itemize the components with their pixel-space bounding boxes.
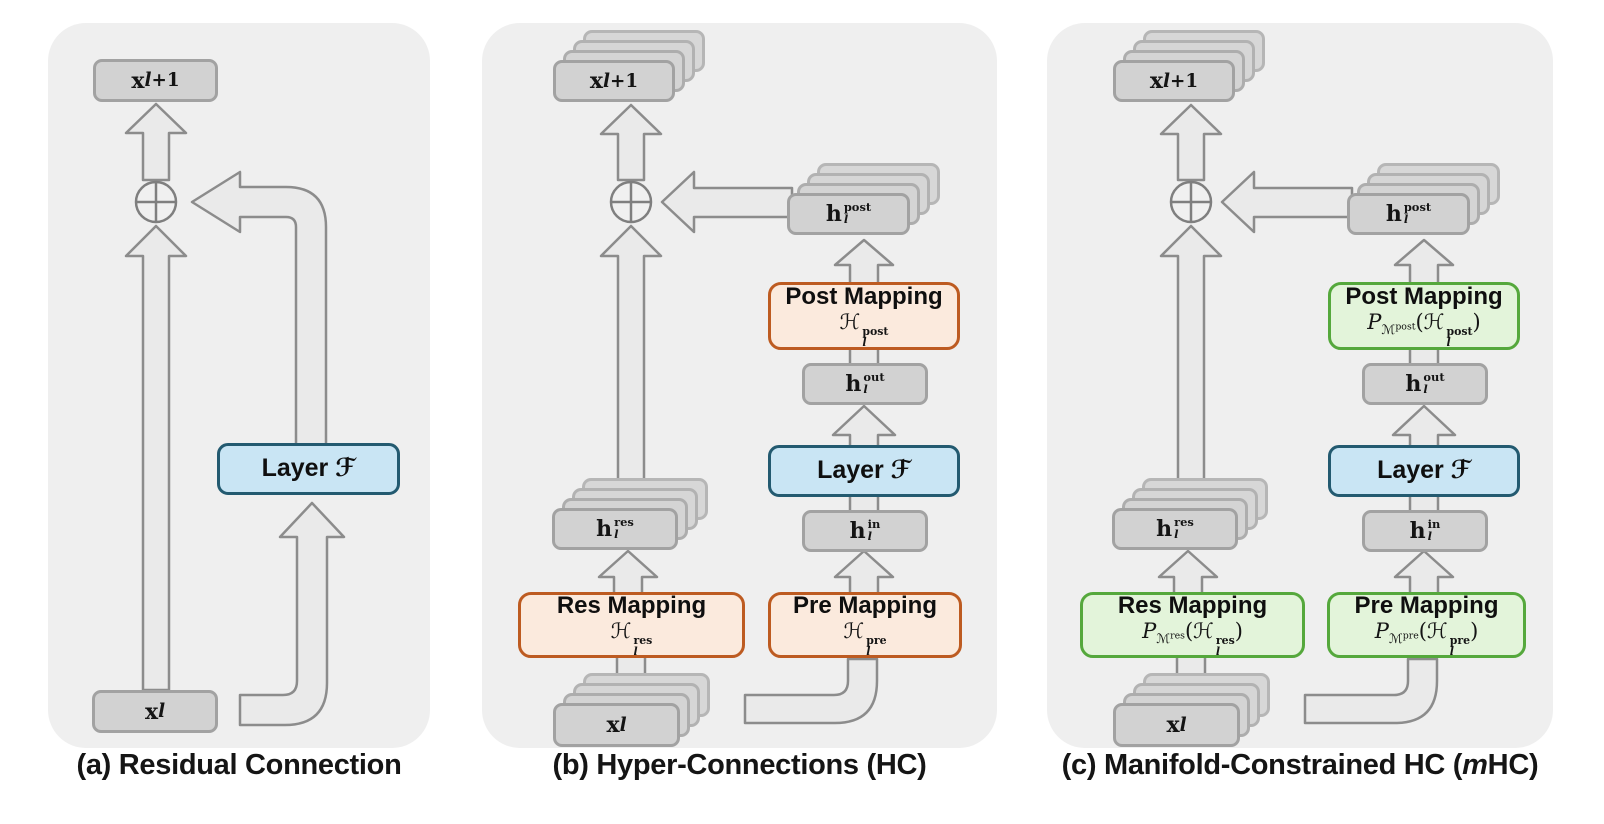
arrow-b-residual-to-sum — [599, 224, 663, 502]
mapping-title: Res Mapping — [1117, 591, 1268, 619]
layer-label: Layer ℱ — [261, 454, 356, 483]
panel-a-background — [48, 23, 430, 748]
mapping-title: Post Mapping — [785, 282, 943, 310]
caption-panel-a: (a) Residual Connection — [76, 749, 402, 781]
arrow-c-residual-to-sum — [1159, 224, 1223, 502]
arrow-c-layer-to-hout — [1391, 404, 1457, 449]
mapping-title: Pre Mapping — [792, 591, 937, 619]
layer-label: Layer ℱ — [817, 456, 911, 485]
box-a-layer: Layer ℱ — [217, 443, 400, 495]
arrow-c-sum-to-output — [1159, 103, 1223, 182]
arrow-b-layer-to-hout — [831, 404, 897, 449]
pipe-a-input-to-layer — [238, 501, 346, 727]
caption-panel-b: (b) Hyper-Connections (HC) — [552, 749, 927, 781]
circle-plus-icon — [609, 180, 653, 224]
arrow-c-resmap-to-hres — [1157, 549, 1219, 596]
arrow-c-hpost-to-sum — [1220, 170, 1354, 234]
pipe-b-input-to-premap — [743, 657, 879, 725]
arrow-c-premap-to-hin — [1393, 549, 1455, 596]
arrow-a-residual-to-sum — [124, 224, 188, 692]
arrow-a-sum-to-output — [124, 102, 188, 182]
box-c-layer: Layer ℱ — [1328, 445, 1520, 497]
arrow-b-hpost-to-sum — [660, 170, 794, 234]
arrow-b-premap-to-hin — [833, 549, 895, 596]
circle-plus-icon — [134, 180, 178, 224]
caption-panel-c: (c) Manifold-Constrained HC (mHC) — [1061, 749, 1539, 781]
mapping-title: Post Mapping — [1345, 282, 1503, 310]
box-b-layer: Layer ℱ — [768, 445, 960, 497]
pipe-a-layer-to-sum — [190, 170, 328, 447]
layer-label: Layer ℱ — [1377, 456, 1471, 485]
arrow-b-postmap-to-hpost — [833, 238, 895, 286]
circle-plus-icon — [1169, 180, 1213, 224]
arrow-b-resmap-to-hres — [597, 549, 659, 596]
arrow-b-sum-to-output — [599, 103, 663, 182]
pipe-c-input-to-premap — [1303, 657, 1439, 725]
mapping-title: Pre Mapping — [1354, 591, 1499, 619]
mapping-title: Res Mapping — [556, 591, 707, 619]
arrow-c-postmap-to-hpost — [1393, 238, 1455, 286]
